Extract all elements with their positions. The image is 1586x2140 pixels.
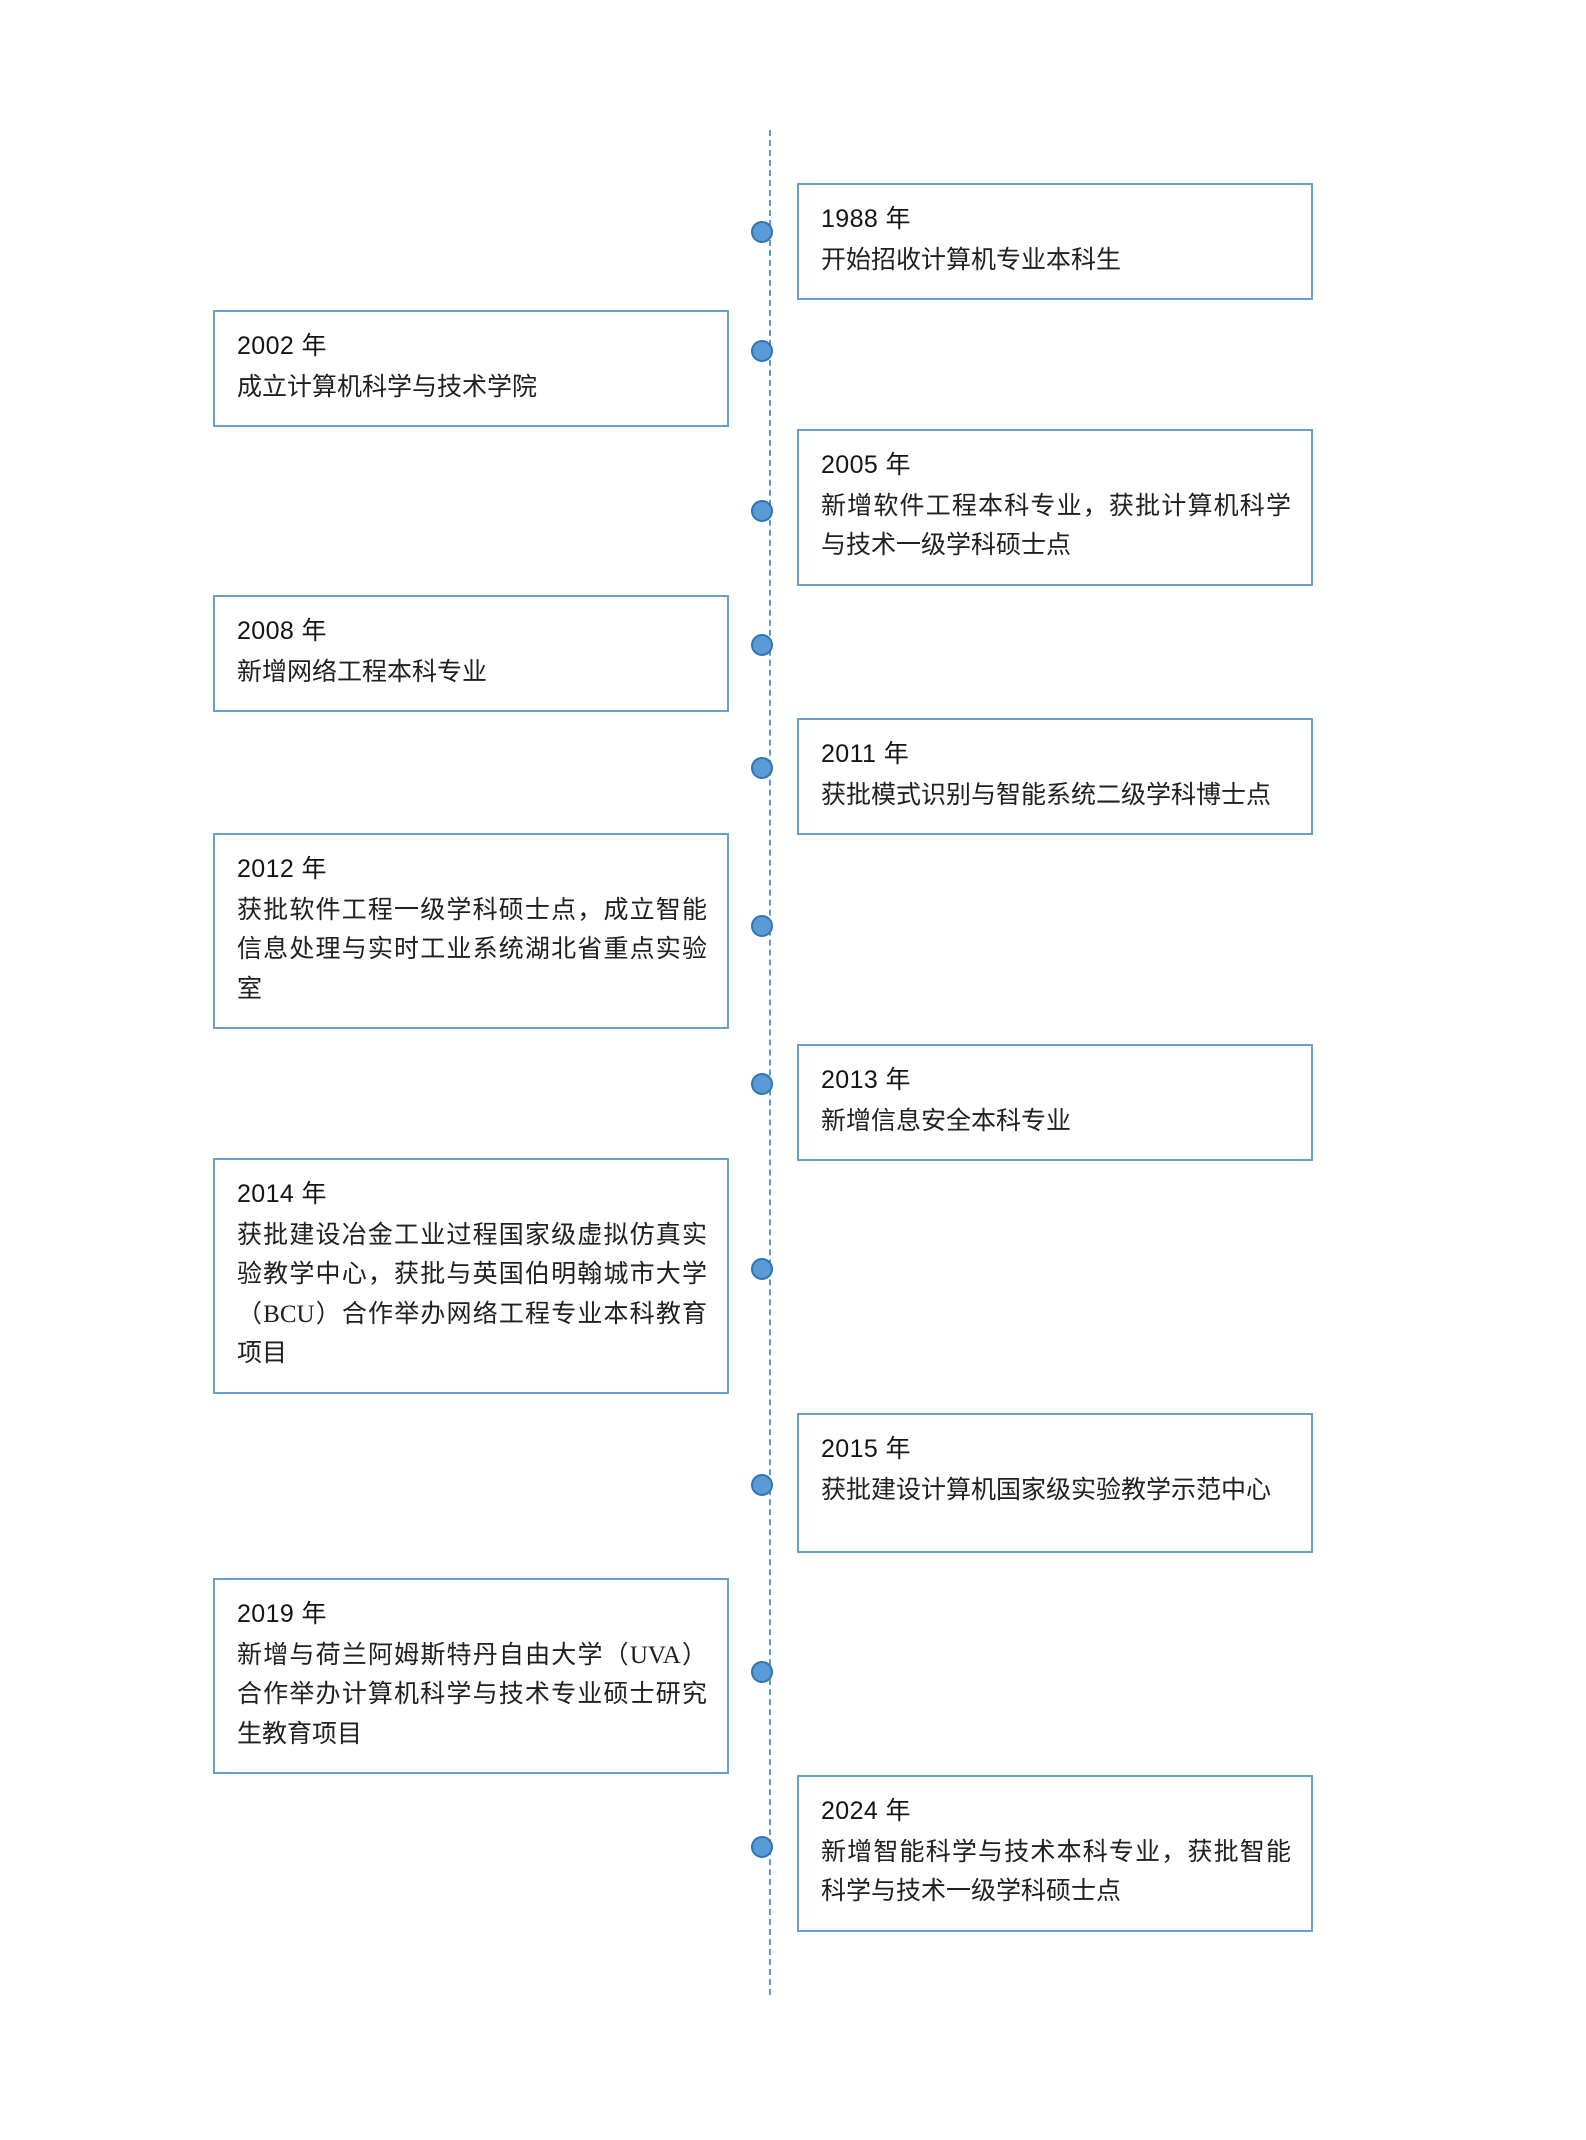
event-year-label: 2008 年 xyxy=(237,617,327,645)
event-year-label: 2014 年 xyxy=(237,1180,327,1208)
event-description: 新增网络工程本科专业 xyxy=(237,658,488,686)
event-description: 开始招收计算机专业本科生 xyxy=(821,246,1122,274)
event-description: 成立计算机科学与技术学院 xyxy=(237,373,538,401)
event-description: 获批软件工程一级学科硕士点，成立智能信息处理与实时工业系统湖北省重点实验室 xyxy=(237,896,707,1003)
timeline-dot xyxy=(751,221,773,243)
event-year-label: 2024 年 xyxy=(821,1797,911,1825)
timeline-dot xyxy=(751,1661,773,1683)
timeline-event-box: 2014 年获批建设冶金工业过程国家级虚拟仿真实验教学中心，获批与英国伯明翰城市… xyxy=(213,1158,729,1394)
event-year-label: 2013 年 xyxy=(821,1066,911,1094)
timeline-event-box: 2011 年获批模式识别与智能系统二级学科博士点 xyxy=(797,718,1313,835)
event-description: 新增软件工程本科专业，获批计算机科学与技术一级学科硕士点 xyxy=(821,492,1291,560)
timeline-dot xyxy=(751,1073,773,1095)
event-description: 新增智能科学与技术本科专业，获批智能科学与技术一级学科硕士点 xyxy=(821,1838,1291,1906)
timeline-dot xyxy=(751,757,773,779)
event-year-label: 2019 年 xyxy=(237,1600,327,1628)
event-year-label: 2005 年 xyxy=(821,451,911,479)
timeline-event-box: 2012 年获批软件工程一级学科硕士点，成立智能信息处理与实时工业系统湖北省重点… xyxy=(213,833,729,1029)
timeline-axis-dashed-line xyxy=(769,130,771,1995)
event-description: 获批模式识别与智能系统二级学科博士点 xyxy=(821,781,1272,809)
event-year-label: 1988 年 xyxy=(821,205,911,233)
timeline-event-box: 2002 年成立计算机科学与技术学院 xyxy=(213,310,729,427)
timeline-event-box: 2008 年新增网络工程本科专业 xyxy=(213,595,729,712)
timeline-dot xyxy=(751,915,773,937)
event-year-label: 2012 年 xyxy=(237,855,327,883)
event-year-label: 2002 年 xyxy=(237,332,327,360)
timeline-dot xyxy=(751,1836,773,1858)
timeline-event-box: 2013 年新增信息安全本科专业 xyxy=(797,1044,1313,1161)
event-description: 新增信息安全本科专业 xyxy=(821,1107,1072,1135)
event-year-label: 2011 年 xyxy=(821,740,910,768)
timeline-event-box: 1988 年开始招收计算机专业本科生 xyxy=(797,183,1313,300)
event-description: 新增与荷兰阿姆斯特丹自由大学（UVA）合作举办计算机科学与技术专业硕士研究生教育… xyxy=(237,1641,707,1748)
event-year-label: 2015 年 xyxy=(821,1435,911,1463)
timeline-event-box: 2024 年新增智能科学与技术本科专业，获批智能科学与技术一级学科硕士点 xyxy=(797,1775,1313,1932)
timeline-dot xyxy=(751,500,773,522)
timeline-dot xyxy=(751,1258,773,1280)
timeline-dot xyxy=(751,634,773,656)
timeline-event-box: 2019 年新增与荷兰阿姆斯特丹自由大学（UVA）合作举办计算机科学与技术专业硕… xyxy=(213,1578,729,1774)
timeline-event-box: 2005 年新增软件工程本科专业，获批计算机科学与技术一级学科硕士点 xyxy=(797,429,1313,586)
timeline-event-box: 2015 年获批建设计算机国家级实验教学示范中心 xyxy=(797,1413,1313,1553)
timeline-dot xyxy=(751,340,773,362)
timeline-dot xyxy=(751,1474,773,1496)
event-description: 获批建设冶金工业过程国家级虚拟仿真实验教学中心，获批与英国伯明翰城市大学（BCU… xyxy=(237,1221,707,1368)
event-description: 获批建设计算机国家级实验教学示范中心 xyxy=(821,1476,1272,1504)
